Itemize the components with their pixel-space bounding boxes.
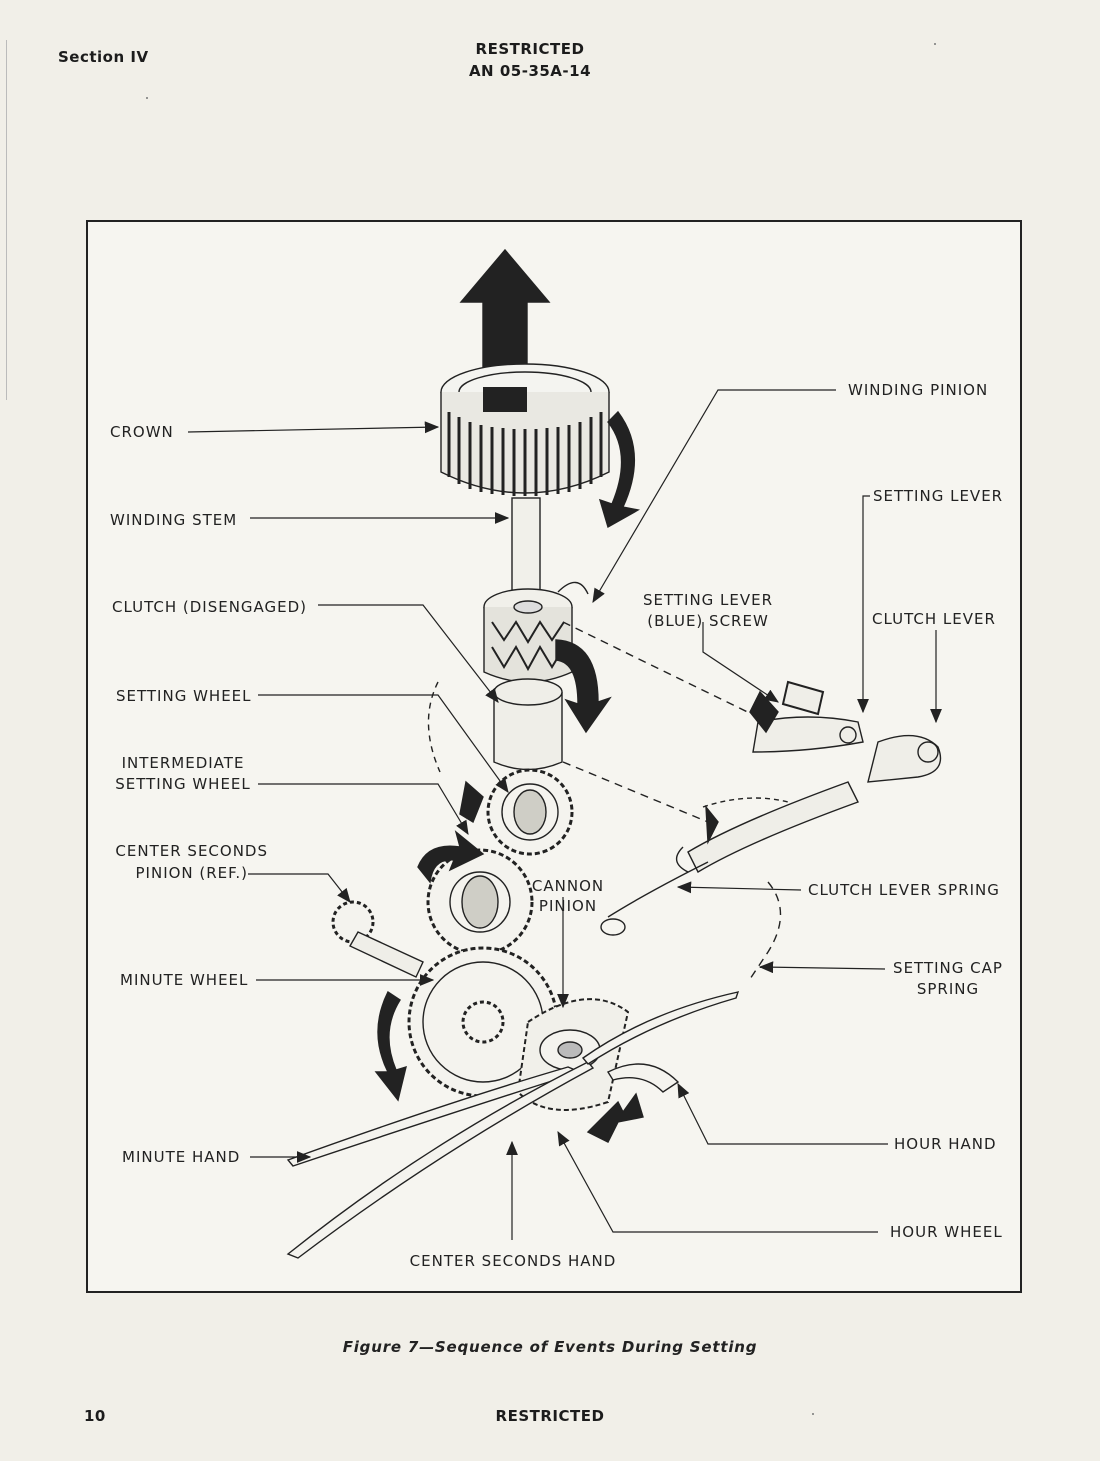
- setting-wheel-drawing: [427, 678, 563, 773]
- winding-stem-drawing: [511, 497, 541, 599]
- label-center-seconds-pinion-2: PINION (REF.): [135, 864, 248, 882]
- label-setting-lever-screw-1: SETTING LEVER: [642, 591, 774, 609]
- label-winding-pinion: WINDING PINION: [848, 381, 989, 399]
- clutch-lever-drawing: [675, 734, 942, 873]
- label-clutch-lever: CLUTCH LEVER: [872, 610, 996, 628]
- crown-rotation-arrow-icon: [598, 410, 640, 529]
- center-seconds-hand-drawing: [286, 1061, 595, 1259]
- label-intermediate-setting-wheel-2: SETTING WHEEL: [115, 775, 251, 793]
- clutch-drawing: [483, 581, 589, 683]
- header-classification: RESTRICTED: [475, 40, 585, 58]
- label-crown: CROWN: [110, 423, 174, 441]
- doc-number: AN 05-35A-14: [468, 62, 592, 80]
- figure-frame: CROWN WINDING STEM CLUTCH (DISENGAGED) S…: [86, 220, 1022, 1293]
- label-setting-lever: SETTING LEVER: [873, 487, 1004, 505]
- page-number: 10: [84, 1407, 106, 1425]
- label-setting-cap-spring-2: SPRING: [916, 980, 980, 998]
- label-hour-hand: HOUR HAND: [894, 1135, 997, 1153]
- label-intermediate-setting-wheel-1: INTERMEDIATE: [121, 754, 245, 772]
- label-setting-lever-screw-2: (BLUE) SCREW: [647, 612, 769, 630]
- hour-hand-drawing: [606, 1063, 680, 1093]
- mechanism-diagram: [187, 248, 942, 1259]
- setting-lever-drawing: [749, 680, 864, 753]
- leader-lines: [187, 389, 942, 1240]
- intermediate-arrow-icon: [459, 780, 484, 824]
- center-wheel-arrow-icon: [417, 830, 485, 884]
- label-setting-cap-spring-1: SETTING CAP: [893, 959, 1003, 977]
- intermediate-setting-wheel-drawing: [486, 768, 574, 856]
- label-clutch-lever-spring: CLUTCH LEVER SPRING: [808, 881, 1000, 899]
- label-center-seconds-hand: CENTER SECONDS HAND: [409, 1252, 617, 1270]
- label-setting-wheel: SETTING WHEEL: [116, 687, 252, 705]
- clutch-rotation-arrow-icon: [555, 639, 612, 734]
- label-hour-wheel: HOUR WHEEL: [890, 1223, 1003, 1241]
- label-center-seconds-pinion-1: CENTER SECONDS: [115, 842, 268, 860]
- hour-wheel-arrow-icon: [586, 1092, 644, 1143]
- scan-speck: [146, 97, 148, 99]
- crown-drawing: [440, 363, 610, 496]
- clutch-lever-spring-drawing: [600, 797, 789, 936]
- center-wheel-drawing: [426, 848, 534, 956]
- footer-classification: RESTRICTED: [495, 1407, 605, 1425]
- scan-speck: [812, 1413, 814, 1415]
- label-cannon-pinion-2: PINION: [538, 897, 598, 915]
- label-minute-wheel: MINUTE WHEEL: [120, 971, 249, 989]
- label-clutch: CLUTCH (DISENGAGED): [112, 598, 308, 616]
- minute-wheel-arrow-icon: [374, 990, 407, 1102]
- section-label: Section IV: [58, 48, 149, 66]
- label-minute-hand: MINUTE HAND: [122, 1148, 241, 1166]
- center-seconds-pinion-drawing: [331, 900, 424, 978]
- setting-cap-spring-drawing: [747, 881, 782, 983]
- scan-speck: [934, 43, 936, 45]
- binding-edge: [6, 40, 7, 400]
- label-winding-stem: WINDING STEM: [110, 511, 238, 529]
- minute-wheel-drawing: [407, 946, 559, 1098]
- figure-caption: Figure 7—Sequence of Events During Setti…: [342, 1338, 758, 1356]
- label-cannon-pinion-1: CANNON: [531, 877, 605, 895]
